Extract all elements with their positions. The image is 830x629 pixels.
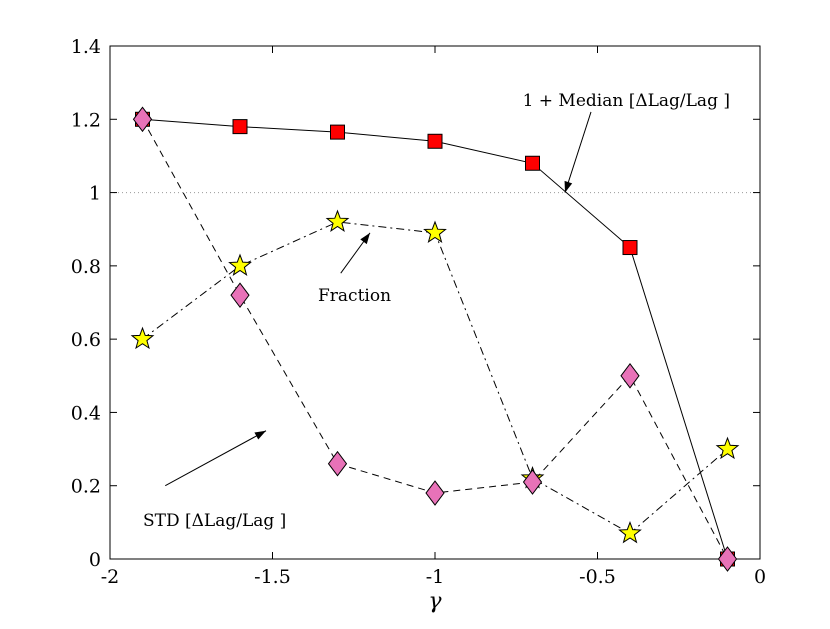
y-tick-label: 0.2	[71, 476, 101, 498]
annotation-arrowhead	[360, 232, 370, 245]
point-square	[427, 133, 443, 149]
plot-area: -2 -1.5 -1 -0.5 0 0 0.2 0.4 0.6 0.8 1 1.2 1.4 1 + Me…	[71, 36, 766, 588]
y-tick-label: 0.6	[71, 329, 101, 351]
point-diamond	[717, 546, 738, 572]
series-layer	[130, 106, 740, 572]
point-diamond	[522, 469, 543, 495]
point-star	[618, 520, 642, 544]
point-square	[330, 124, 345, 140]
y-tick-label: 0	[89, 549, 101, 571]
point-square	[525, 155, 540, 171]
point-diamond	[425, 480, 445, 506]
annotation-arrow	[564, 111, 592, 193]
y-tick-label: 1.4	[71, 36, 101, 58]
y-tick-label: 1.2	[71, 109, 101, 131]
annotation-label: 1 + Median [ΔLag/Lag ]	[523, 91, 730, 111]
point-star	[423, 220, 447, 243]
x-tick-label: -1	[426, 566, 445, 588]
annotation-arrowhead	[254, 430, 266, 440]
annotation-arrowhead	[564, 180, 573, 193]
point-star	[325, 209, 350, 232]
point-diamond	[327, 450, 348, 477]
annotation-label: STD [ΔLag/Lag ]	[143, 511, 286, 531]
point-star	[228, 253, 252, 276]
y-tick-label: 0.4	[71, 402, 101, 424]
x-tick-label: -0.5	[579, 566, 616, 588]
point-star	[130, 326, 155, 350]
point-star	[715, 436, 740, 460]
x-tick-label: 0	[754, 566, 766, 588]
point-diamond	[230, 282, 250, 309]
annotation-label: Fraction	[318, 286, 391, 306]
axis-ticks: -2 -1.5 -1 -0.5 0 0 0.2 0.4 0.6 0.8 1 1.2 1.4	[71, 36, 766, 588]
point-diamond	[132, 106, 153, 133]
x-tick-label: -2	[101, 566, 120, 588]
annotation-arrow	[165, 430, 267, 487]
x-tick-label: -1.5	[254, 566, 291, 588]
point-diamond	[620, 362, 640, 389]
y-tick-label: 0.8	[71, 256, 101, 278]
y-tick-label: 1	[89, 183, 101, 205]
point-square	[622, 240, 638, 256]
series-diamond	[132, 106, 738, 572]
point-square	[232, 119, 248, 135]
x-axis-label: γ	[428, 589, 442, 614]
